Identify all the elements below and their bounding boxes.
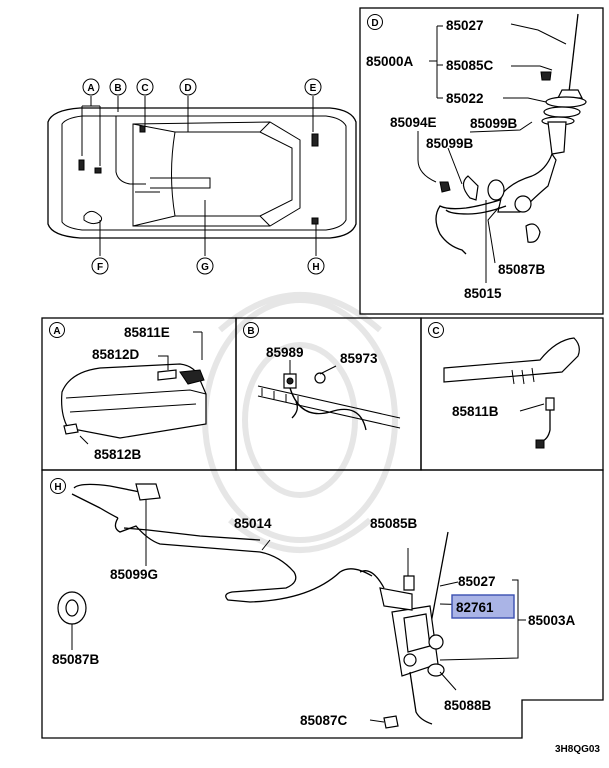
label-85811e: 85811E: [124, 325, 170, 340]
panel-h: H 85014 85085B: [41, 469, 604, 739]
diagram-code: 3H8QG03: [555, 744, 600, 755]
callout-e: E: [310, 83, 317, 94]
panel-h-letter: H: [54, 482, 61, 493]
panel-b-letter: B: [247, 326, 254, 337]
callout-a: A: [87, 83, 94, 94]
label-85015-d: 85015: [464, 286, 502, 301]
label-85812b: 85812B: [94, 447, 142, 462]
panel-c: C 85811B: [420, 317, 604, 471]
callout-g: G: [201, 262, 209, 273]
label-85087b-h: 85087B: [52, 652, 100, 667]
label-85099b-left-d: 85099B: [426, 136, 474, 151]
panel-a: A 85811E 85812D 85812B: [41, 317, 237, 471]
label-85099b-top-d: 85099B: [470, 116, 518, 131]
watermark: [202, 292, 398, 553]
panel-b: B 85989 85973: [235, 317, 422, 471]
label-85022-d: 85022: [446, 91, 484, 106]
label-85085b: 85085B: [370, 516, 418, 531]
callout-f: F: [97, 262, 103, 273]
label-85027-h: 85027: [458, 574, 496, 589]
label-85088b: 85088B: [444, 698, 492, 713]
label-85085c-d: 85085C: [446, 58, 494, 73]
label-85989: 85989: [266, 345, 304, 360]
panel-d-letter: D: [371, 18, 378, 29]
label-85087b-d: 85087B: [498, 262, 546, 277]
callout-d: D: [184, 83, 191, 94]
label-85014: 85014: [234, 516, 272, 531]
panel-c-letter: C: [432, 326, 439, 337]
label-85094e-d: 85094E: [390, 115, 437, 130]
overview-callouts: A B C D E F G H: [82, 78, 325, 275]
overview-car: [47, 96, 357, 256]
label-85811b: 85811B: [452, 404, 499, 419]
label-85000a-d: 85000A: [366, 54, 414, 69]
callout-c: C: [141, 83, 148, 94]
label-85027-d: 85027: [446, 18, 484, 33]
highlight-82761: [451, 594, 515, 619]
label-85087c: 85087C: [300, 713, 348, 728]
label-85973: 85973: [340, 351, 378, 366]
callout-b: B: [114, 83, 121, 94]
label-85099g: 85099G: [110, 567, 158, 582]
panel-d: D 85027 85000A 85085C 85022 8509: [359, 7, 604, 315]
panel-a-letter: A: [53, 326, 60, 337]
label-85003a: 85003A: [528, 613, 576, 628]
label-82761: 82761: [456, 600, 494, 615]
label-85812d: 85812D: [92, 347, 140, 362]
callout-h: H: [312, 262, 319, 273]
